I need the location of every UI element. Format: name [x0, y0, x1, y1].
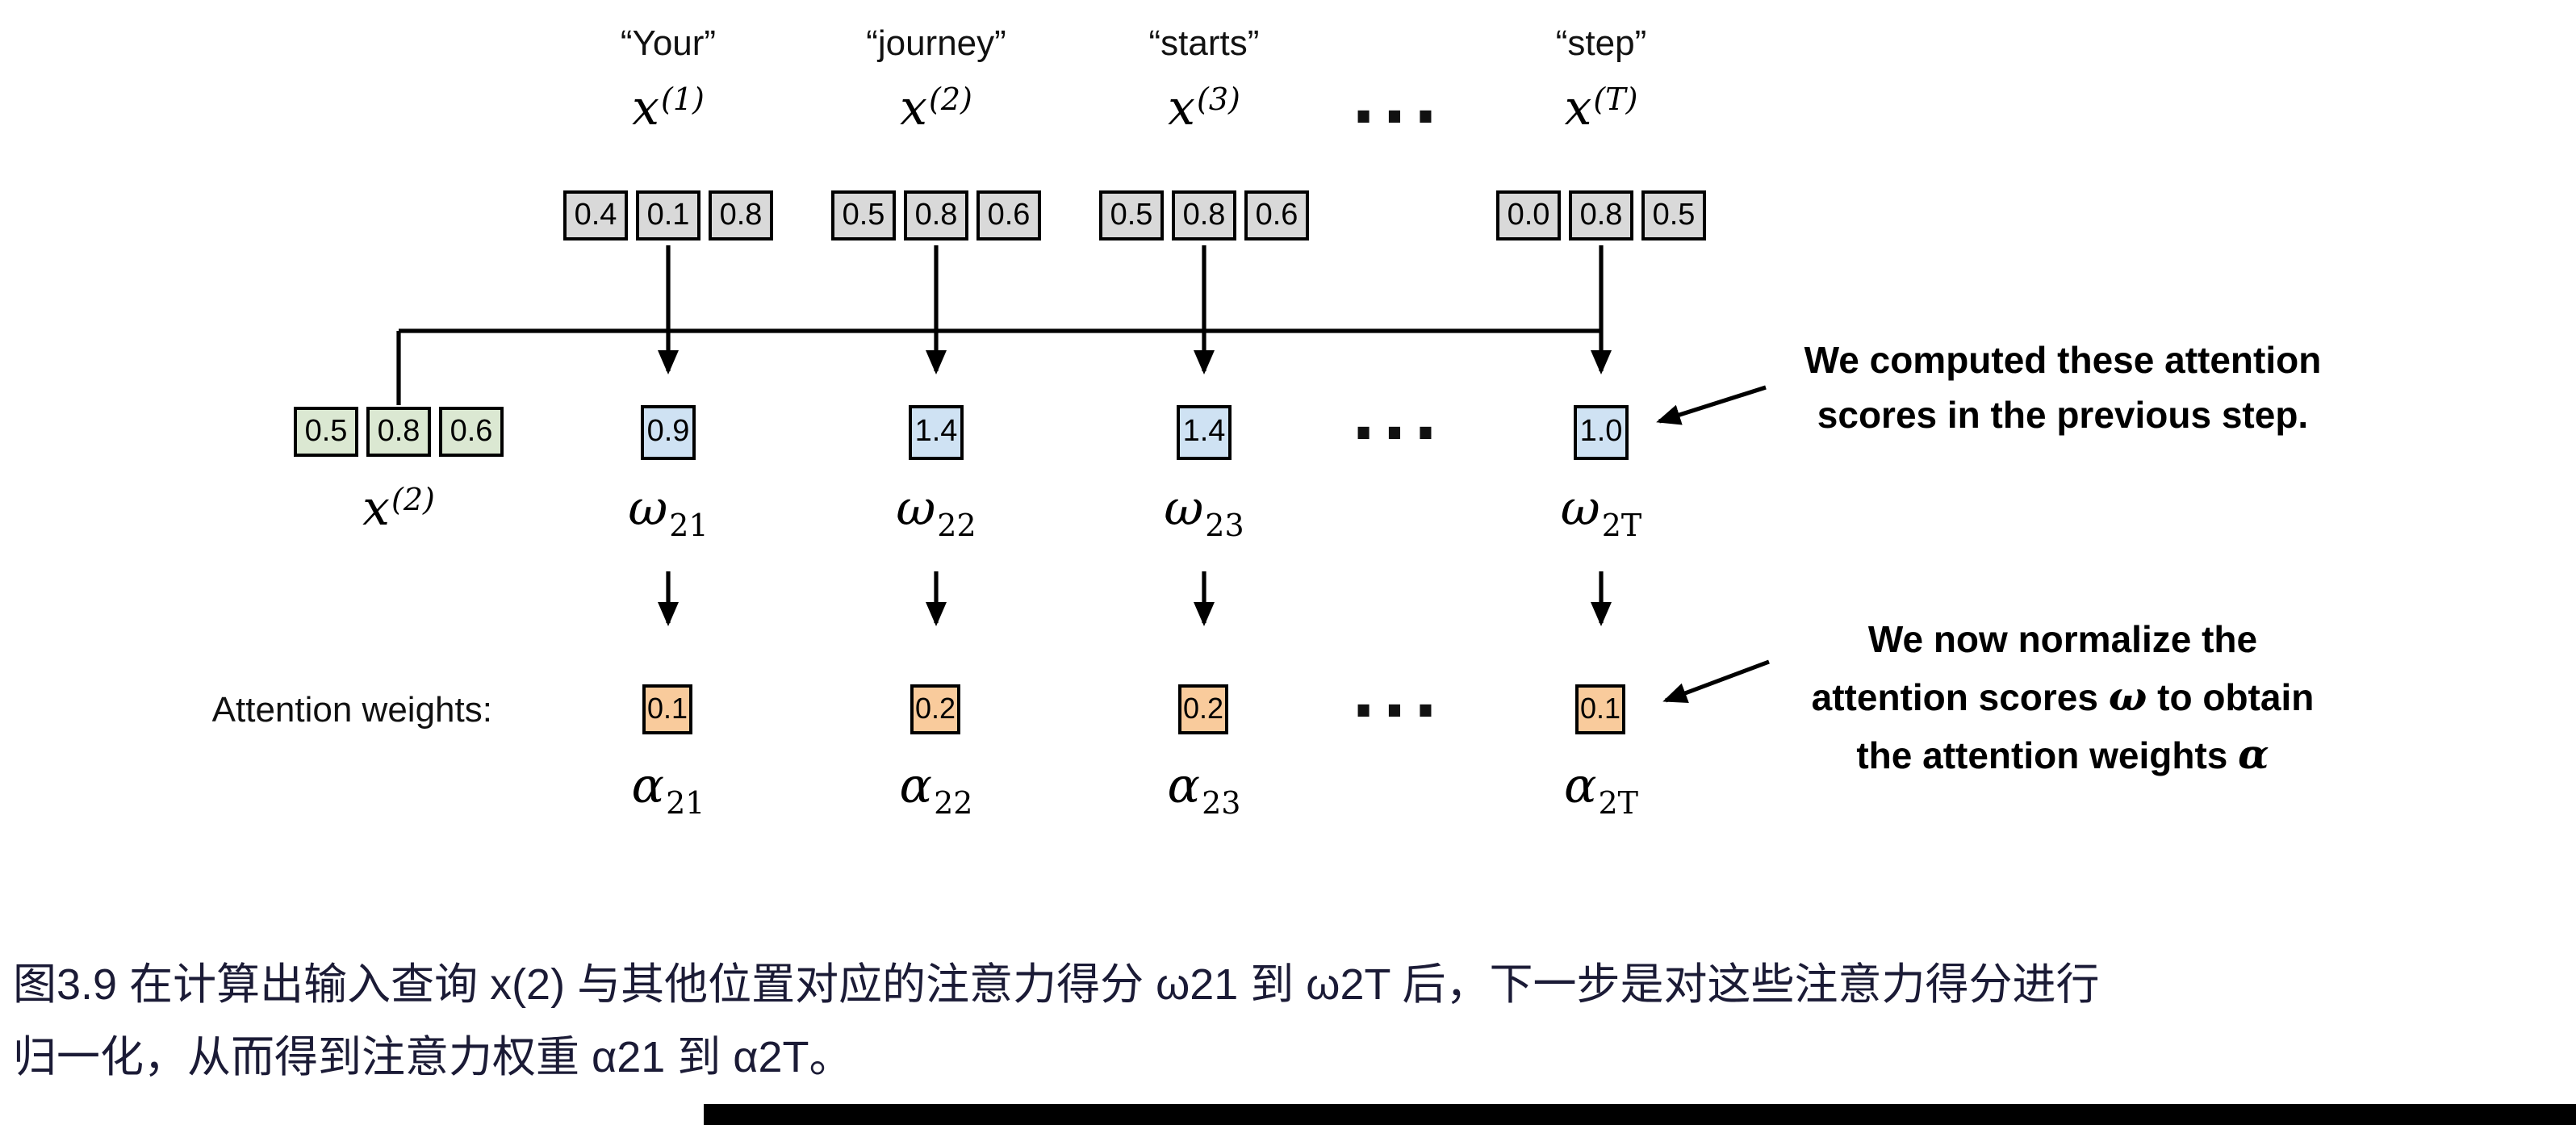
math-alpha: α [1167, 759, 1201, 815]
attention-score-box: 1.4 [1177, 405, 1232, 460]
math-superscript: (T) [1593, 82, 1638, 118]
math-omega: ω [896, 481, 936, 537]
math-x: x [632, 81, 659, 137]
attention-weight-box: 0.2 [910, 684, 960, 734]
annotation-text: attention scores [1811, 676, 2109, 718]
math-superscript: (2) [929, 82, 972, 118]
token-label: “Your” [620, 23, 717, 63]
math-subscript: 22 [934, 786, 973, 822]
annotation-text: to obtain [2147, 676, 2315, 718]
vector-cell: 0.6 [976, 190, 1041, 240]
annotation-line: the attention weights α [1746, 726, 2379, 784]
vector-cell: 0.8 [366, 407, 431, 457]
annotation-line: We computed these attention [1804, 339, 2322, 381]
vector-cell: 0.8 [1172, 190, 1236, 240]
query-symbol: x(2) [302, 481, 496, 537]
vector-cell: 0.5 [1099, 190, 1164, 240]
embedding-vector: 0.4 0.1 0.8 [563, 190, 773, 240]
annotation-line: attention scores ω to obtain [1746, 668, 2379, 726]
annotation-scores: We computed these attention scores in th… [1746, 332, 2379, 442]
annotation-text: the attention weights [1856, 734, 2239, 776]
video-letterbox-bar [704, 1104, 2576, 1125]
annotation-normalize: We now normalize the attention scores ω … [1746, 610, 2379, 784]
math-omega: ω [2108, 673, 2147, 720]
math-alpha: α [2238, 731, 2269, 778]
embedding-vector: 0.0 0.8 0.5 [1496, 190, 1706, 240]
math-x: x [1564, 81, 1592, 137]
attention-score-box: 1.4 [909, 405, 964, 460]
vector-cell: 0.6 [439, 407, 504, 457]
ellipsis-weights: ... [1351, 659, 1445, 733]
embedding-vector: 0.5 0.8 0.6 [1099, 190, 1309, 240]
attention-weights-label: Attention weights: [211, 689, 492, 730]
vector-cell: 0.6 [1244, 190, 1309, 240]
math-x: x [900, 81, 927, 137]
annotation-line: scores in the previous step. [1817, 394, 2309, 436]
figure-caption: 图3.9 在计算出输入查询 x(2) 与其他位置对应的注意力得分 ω21 到 ω… [13, 949, 2570, 1094]
embedding-vector: 0.5 0.8 0.6 [831, 190, 1041, 240]
math-subscript: 21 [666, 786, 705, 822]
math-omega: ω [1164, 481, 1204, 537]
math-superscript: (1) [661, 82, 705, 118]
math-superscript: (3) [1197, 82, 1240, 118]
caption-line: 归一化，从而得到注意力权重 α21 到 α2T。 [13, 1033, 853, 1081]
token-label: “journey” [866, 23, 1006, 63]
math-alpha: α [899, 759, 933, 815]
token-label: “step” [1555, 23, 1647, 63]
vector-cell: 0.8 [709, 190, 773, 240]
attention-weight-box: 0.1 [1575, 684, 1625, 734]
attention-weight-box: 0.2 [1178, 684, 1228, 734]
embedding-symbol: x(3) [1091, 81, 1317, 137]
math-alpha: α [631, 759, 665, 815]
vector-cell: 0.5 [1641, 190, 1706, 240]
math-subscript: 21 [669, 508, 709, 544]
ellipsis-top: ... [1351, 65, 1445, 139]
math-omega: ω [628, 481, 668, 537]
caption-line: 图3.9 在计算出输入查询 x(2) 与其他位置对应的注意力得分 ω21 到 ω… [13, 960, 2100, 1009]
math-subscript: 23 [1202, 786, 1241, 822]
vector-cell: 0.8 [1569, 190, 1633, 240]
math-superscript: (2) [391, 483, 435, 518]
embedding-symbol: x(T) [1488, 81, 1714, 137]
query-vector: 0.5 0.8 0.6 [294, 407, 504, 457]
attention-weight-box: 0.1 [642, 684, 692, 734]
math-omega: ω [1560, 481, 1600, 537]
math-subscript: 23 [1205, 508, 1244, 544]
vector-cell: 0.1 [636, 190, 700, 240]
ellipsis-scores: ... [1351, 381, 1445, 455]
math-subscript: 2T [1598, 786, 1639, 822]
attention-score-box: 1.0 [1574, 405, 1629, 460]
attention-score-box: 0.9 [641, 405, 696, 460]
vector-cell: 0.5 [294, 407, 358, 457]
vector-cell: 0.5 [831, 190, 896, 240]
math-subscript: 2T [1601, 508, 1642, 544]
math-x: x [362, 481, 390, 537]
vector-cell: 0.0 [1496, 190, 1561, 240]
math-x: x [1168, 81, 1195, 137]
embedding-symbol: x(1) [555, 81, 781, 137]
math-subscript: 22 [937, 508, 976, 544]
embedding-symbol: x(2) [823, 81, 1049, 137]
vector-cell: 0.4 [563, 190, 628, 240]
annotation-line: We now normalize the [1867, 618, 2258, 660]
vector-cell: 0.8 [904, 190, 968, 240]
token-label: “starts” [1148, 23, 1260, 63]
math-alpha: α [1563, 759, 1597, 815]
